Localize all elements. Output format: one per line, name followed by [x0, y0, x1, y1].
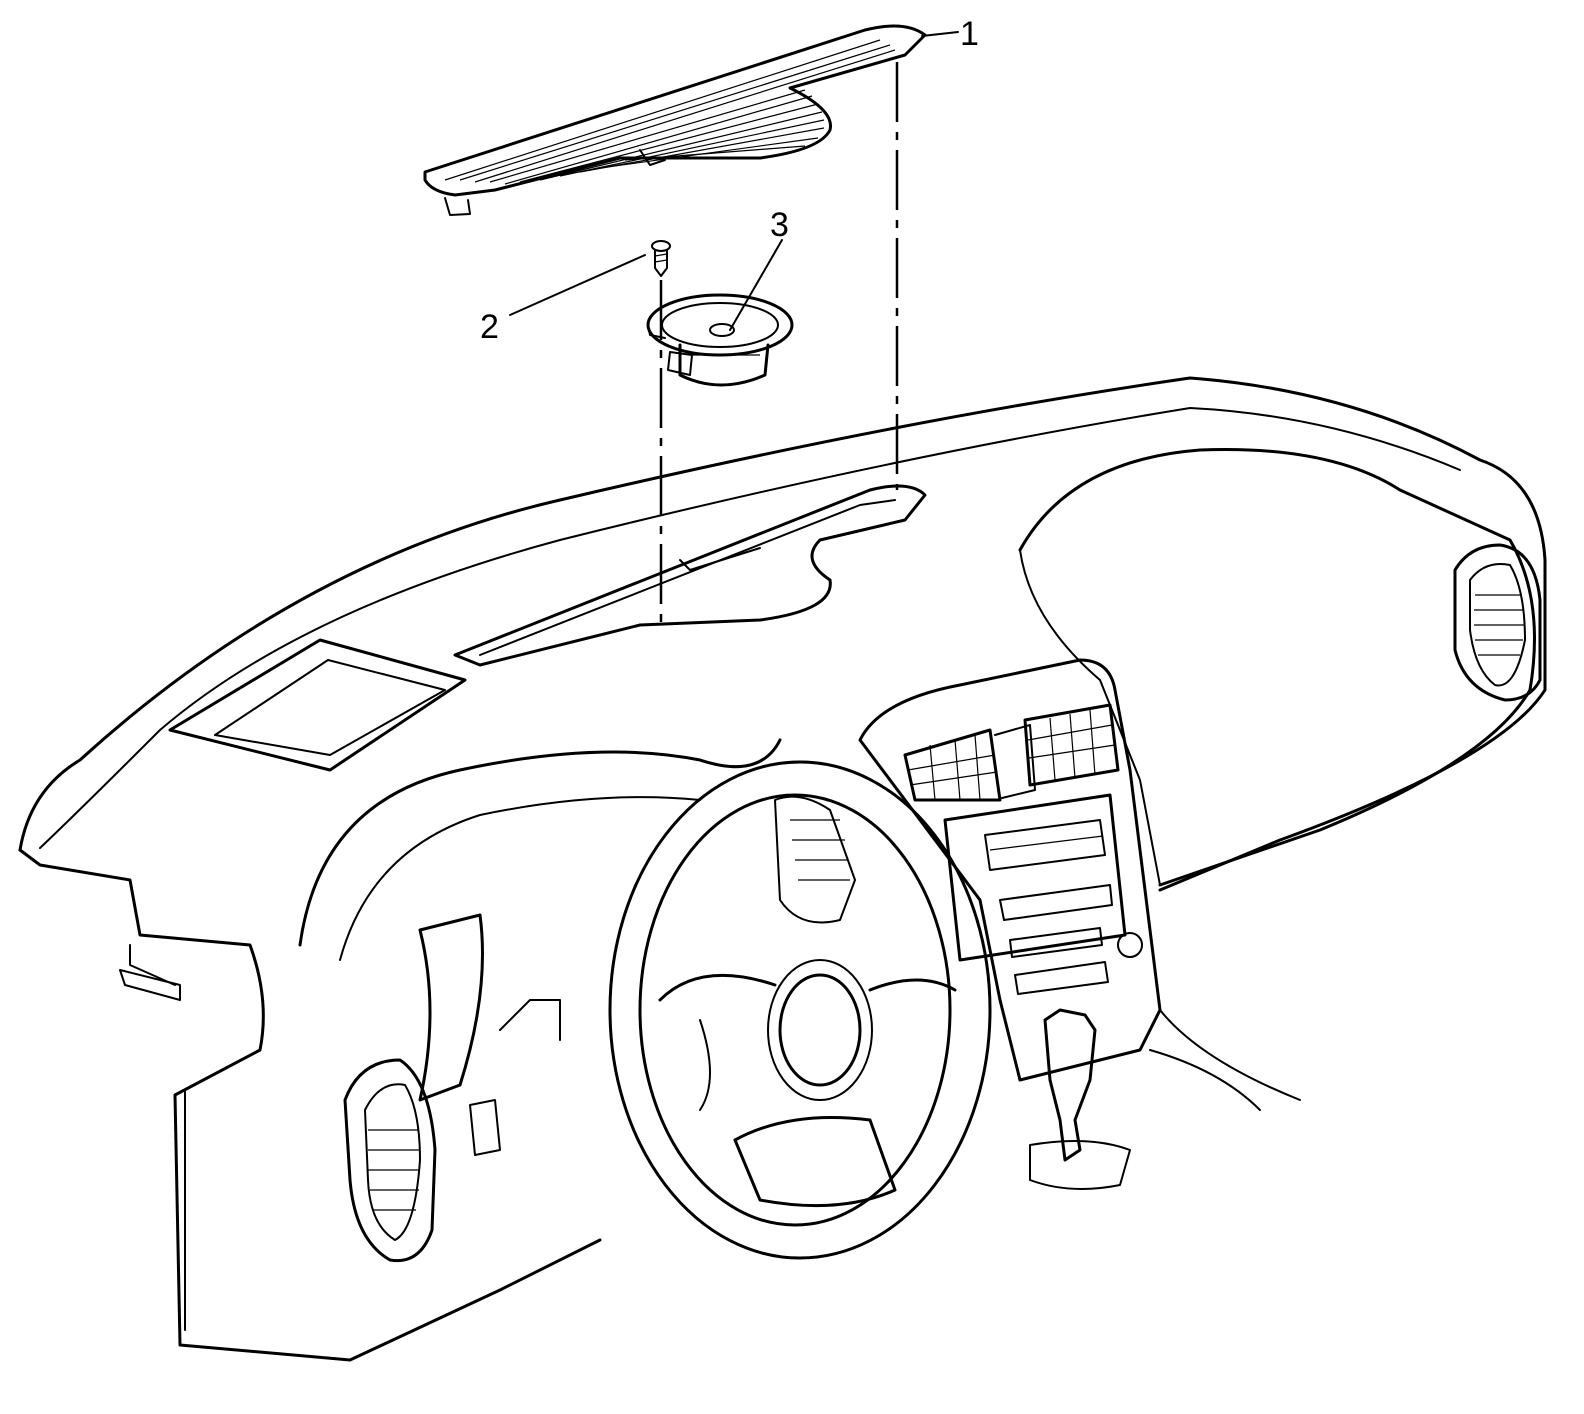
callout-leaders: [509, 31, 959, 331]
speaker-screw: [651, 240, 671, 625]
callout-3: 3: [770, 206, 789, 244]
right-side-vent: [1453, 543, 1542, 702]
grille-slats: [444, 39, 896, 185]
callout-1: 1: [960, 15, 979, 53]
instrument-panel-speaker: [646, 293, 794, 387]
speaker-grille-panel: [423, 24, 927, 490]
cluster-hood: [298, 738, 782, 1156]
steering-wheel: [608, 760, 992, 1260]
callout-2: 2: [480, 308, 499, 346]
instrument-panel: [18, 376, 1547, 1362]
center-stack: [858, 658, 1162, 1082]
left-side-vent: [343, 1058, 437, 1263]
shifter: [1029, 1008, 1301, 1190]
